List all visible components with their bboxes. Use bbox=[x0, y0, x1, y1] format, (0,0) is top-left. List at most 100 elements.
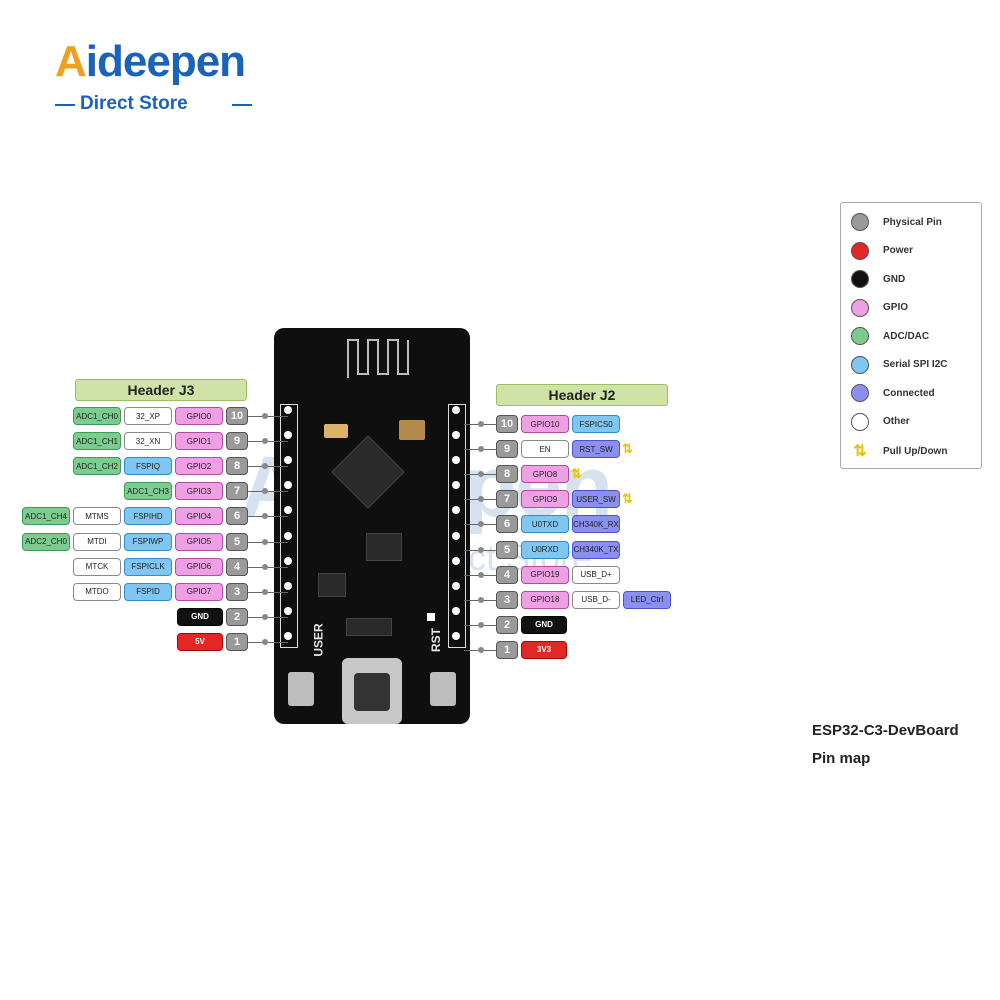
pin-function-ser: FSPIWP bbox=[124, 533, 172, 551]
pin-function-gpio: GPIO2 bbox=[175, 457, 223, 475]
pin-function-oth: MTDO bbox=[73, 583, 121, 601]
pin-function-con: USER_SW bbox=[572, 490, 620, 508]
pin-function-pwr: 3V3 bbox=[521, 641, 567, 659]
pin-leader-line bbox=[248, 516, 288, 517]
pin-function-oth: MTCK bbox=[73, 558, 121, 576]
pin-function-ser: FSPIQ bbox=[124, 457, 172, 475]
physical-pin-number: 2 bbox=[496, 616, 518, 634]
brand-logo-first-letter: A bbox=[55, 37, 86, 86]
pin-function-gpio: GPIO10 bbox=[521, 415, 569, 433]
legend-item: GND bbox=[851, 270, 905, 288]
pin-function-adc: ADC1_CH4 bbox=[22, 507, 70, 525]
right-pin-hole bbox=[452, 607, 460, 615]
pin-function-adc: ADC1_CH2 bbox=[73, 457, 121, 475]
pin-leader-dot bbox=[478, 622, 484, 628]
legend-label: ADC/DAC bbox=[883, 331, 929, 342]
left-pin-hole bbox=[284, 632, 292, 640]
crystal bbox=[399, 420, 425, 440]
pin-function-con: LED_Ctrl bbox=[623, 591, 671, 609]
pin-leader-dot bbox=[262, 539, 268, 545]
crystal-small bbox=[324, 424, 348, 438]
legend-label: Physical Pin bbox=[883, 217, 942, 228]
pin-function-gpio: GPIO18 bbox=[521, 591, 569, 609]
header-j3-title: Header J3 bbox=[75, 379, 247, 401]
pin-function-gpio: GPIO4 bbox=[175, 507, 223, 525]
physical-pin-number: 4 bbox=[496, 566, 518, 584]
physical-pin-number: 6 bbox=[226, 507, 248, 525]
legend-label: GND bbox=[883, 274, 905, 285]
pin-function-oth: 32_XP bbox=[124, 407, 172, 425]
pin-function-oth: USB_D- bbox=[572, 591, 620, 609]
user-button[interactable] bbox=[288, 672, 314, 706]
resistor-array bbox=[346, 618, 392, 636]
pin-function-oth: USB_D+ bbox=[572, 566, 620, 584]
physical-pin-number: 3 bbox=[496, 591, 518, 609]
pin-function-gpio: GPIO5 bbox=[175, 533, 223, 551]
left-pin-hole bbox=[284, 557, 292, 565]
legend-swatch bbox=[851, 270, 869, 288]
pin-function-con: RST_SW bbox=[572, 440, 620, 458]
pin-function-oth: MTMS bbox=[73, 507, 121, 525]
pin-leader-dot bbox=[478, 572, 484, 578]
pin-function-adc: ADC2_CH0 bbox=[22, 533, 70, 551]
pin-function-gnd: GND bbox=[177, 608, 223, 626]
legend-swatch bbox=[851, 356, 869, 374]
pin-function-adc: ADC1_CH0 bbox=[73, 407, 121, 425]
legend-swatch bbox=[851, 242, 869, 260]
physical-pin-number: 9 bbox=[226, 432, 248, 450]
pin-function-gpio: GPIO8 bbox=[521, 465, 569, 483]
pin-function-gpio: GPIO9 bbox=[521, 490, 569, 508]
legend-label: Other bbox=[883, 416, 910, 427]
right-pin-hole bbox=[452, 406, 460, 414]
legend-item: GPIO bbox=[851, 299, 908, 317]
physical-pin-number: 5 bbox=[496, 541, 518, 559]
pin-function-pwr: 5V bbox=[177, 633, 223, 651]
antenna-icon bbox=[344, 334, 414, 384]
pin-function-oth: 32_XN bbox=[124, 432, 172, 450]
physical-pin-number: 6 bbox=[496, 515, 518, 533]
legend-label: Connected bbox=[883, 388, 935, 399]
legend-swatch bbox=[851, 327, 869, 345]
logo-tagline: Direct Store bbox=[80, 93, 188, 115]
caption-subtitle: Pin map bbox=[812, 750, 870, 767]
legend-item: ADC/DAC bbox=[851, 327, 929, 345]
pin-function-oth: EN bbox=[521, 440, 569, 458]
pull-up-down-arrows-icon: ⇅ bbox=[571, 466, 582, 482]
left-pin-hole bbox=[284, 582, 292, 590]
pin-function-gpio: GPIO0 bbox=[175, 407, 223, 425]
pin-function-ser: U0TXD bbox=[521, 515, 569, 533]
pin-function-con: CH340K_RX bbox=[572, 515, 620, 533]
reset-button[interactable] bbox=[430, 672, 456, 706]
legend-item: ⇅Pull Up/Down bbox=[851, 441, 947, 461]
legend-swatch bbox=[851, 299, 869, 317]
pin-function-gpio: GPIO1 bbox=[175, 432, 223, 450]
legend-swatch bbox=[851, 213, 869, 231]
pin-function-ser: U0RXD bbox=[521, 541, 569, 559]
usb-c-port bbox=[354, 673, 390, 711]
pin-leader-dot bbox=[262, 413, 268, 419]
led-indicator bbox=[427, 613, 435, 621]
usb-uart-chip bbox=[318, 573, 346, 597]
pin-function-gpio: GPIO19 bbox=[521, 566, 569, 584]
physical-pin-number: 4 bbox=[226, 558, 248, 576]
physical-pin-number: 7 bbox=[496, 490, 518, 508]
legend-item: Serial SPI I2C bbox=[851, 356, 947, 374]
legend-item: Power bbox=[851, 242, 913, 260]
pin-function-ser: FSPID bbox=[124, 583, 172, 601]
left-pin-hole bbox=[284, 532, 292, 540]
pin-leader-line bbox=[248, 416, 288, 417]
logo-rule-right bbox=[232, 104, 252, 106]
pin-function-gpio: GPIO7 bbox=[175, 583, 223, 601]
legend-label: Serial SPI I2C bbox=[883, 359, 947, 370]
physical-pin-number: 7 bbox=[226, 482, 248, 500]
legend-swatch bbox=[851, 384, 869, 402]
legend-item: Connected bbox=[851, 384, 935, 402]
physical-pin-number: 8 bbox=[226, 457, 248, 475]
right-pin-hole bbox=[452, 557, 460, 565]
pin-leader-line bbox=[248, 491, 288, 492]
right-pin-hole bbox=[452, 582, 460, 590]
legend-label: Pull Up/Down bbox=[883, 446, 947, 457]
pin-leader-dot bbox=[262, 564, 268, 570]
pin-leader-dot bbox=[478, 547, 484, 553]
caption-title: ESP32-C3-DevBoard bbox=[812, 722, 959, 739]
